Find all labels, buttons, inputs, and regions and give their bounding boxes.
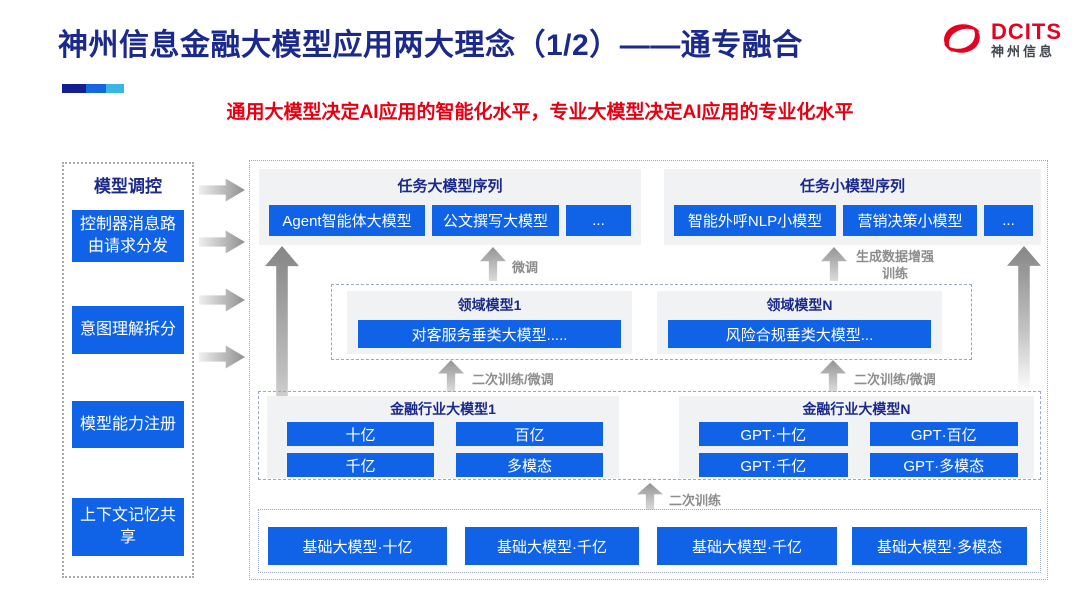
- dcits-swirl-icon: [943, 24, 980, 54]
- retrain-finetune-label: 二次训练/微调: [854, 372, 936, 387]
- model-architecture-diagram: 任务大模型序列 Agent智能体大模型 公文撰写大模型 ... 任务小模型序列 …: [249, 160, 1048, 580]
- model-node-doc-writing: 公文撰写大模型: [432, 205, 559, 236]
- accent-bar-navy: [62, 84, 86, 93]
- model-node-base-1b: 基础大模型·十亿: [268, 527, 447, 565]
- model-node-1b: 十亿: [287, 422, 434, 446]
- model-node-customer-service: 对客服务垂类大模型.....: [358, 320, 621, 348]
- task-small-model-group: 任务小模型序列 智能外呼NLP小模型 营销决策小模型 ...: [664, 169, 1041, 245]
- right-arrow-icon: [199, 288, 245, 312]
- up-arrow-icon: [820, 360, 846, 392]
- up-arrow-icon: [637, 483, 663, 510]
- sidebar-item-context: 上下文记忆共享: [72, 498, 184, 556]
- logo-brand-cn-text: 神州信息: [991, 44, 1056, 60]
- model-node-gpt-1b: GPT·十亿: [699, 422, 848, 446]
- sidebar-item-intent: 意图理解拆分: [72, 306, 184, 354]
- group-title: 金融行业大模型N: [802, 401, 911, 417]
- retrain-label: 二次训练: [669, 493, 722, 508]
- right-arrow-icon: [199, 178, 245, 202]
- sidebar-item-register: 模型能力注册: [72, 401, 184, 448]
- model-node-more: ...: [984, 205, 1033, 236]
- group-title: 领域模型N: [766, 297, 833, 313]
- slide-subtitle: 通用大模型决定AI应用的智能化水平，专业大模型决定AI应用的专业化水平: [226, 102, 854, 123]
- group-title: 任务大模型序列: [397, 178, 503, 195]
- model-node-gpt-100b: GPT·千亿: [699, 453, 848, 477]
- right-arrow-icon: [199, 230, 245, 254]
- model-node-100b: 千亿: [287, 453, 434, 477]
- model-node-base-100b-2: 基础大模型·千亿: [657, 527, 837, 565]
- right-arrow-icon: [199, 345, 245, 369]
- task-large-model-group: 任务大模型序列 Agent智能体大模型 公文撰写大模型 ...: [259, 169, 641, 245]
- fine-tune-label: 微调: [512, 260, 539, 275]
- accent-bar: [62, 84, 124, 93]
- sidebar-item-router: 控制器消息路由请求分发: [72, 210, 184, 262]
- dcits-logo: DCITS 神州信息: [938, 20, 1062, 59]
- industry-model-n-panel: 金融行业大模型N GPT·十亿 GPT·百亿 GPT·千亿 GPT·多模态: [679, 396, 1034, 478]
- model-node-outbound-nlp: 智能外呼NLP小模型: [674, 205, 836, 236]
- base-model-container: 基础大模型·十亿 基础大模型·千亿 基础大模型·千亿 基础大模型·多模态: [258, 509, 1041, 573]
- model-control-sidebar: 模型调控 控制器消息路由请求分发 意图理解拆分 模型能力注册 上下文记忆共享: [62, 162, 194, 578]
- model-node-base-100b: 基础大模型·千亿: [465, 527, 639, 565]
- accent-bar-cyan: [106, 84, 124, 93]
- accent-bar-blue: [86, 84, 106, 93]
- up-arrow-icon: [438, 360, 464, 392]
- model-node-multimodal: 多模态: [456, 453, 603, 477]
- group-title: 领域模型1: [457, 297, 522, 313]
- model-node-base-multimodal: 基础大模型·多模态: [852, 527, 1027, 565]
- retrain-finetune-label: 二次训练/微调: [472, 372, 554, 387]
- model-node-more: ...: [566, 205, 631, 236]
- up-arrow-icon: [821, 247, 847, 281]
- page-title: 神州信息金融大模型应用两大理念（1/2）——通专融合: [58, 29, 803, 62]
- domain-model-n-panel: 领域模型N 风险合规垂类大模型...: [657, 291, 942, 354]
- sidebar-title: 模型调控: [94, 177, 162, 196]
- model-node-gpt-multimodal: GPT·多模态: [869, 453, 1018, 477]
- model-node-gpt-10b: GPT·百亿: [869, 422, 1018, 446]
- up-arrow-icon: [1007, 246, 1041, 388]
- group-title: 金融行业大模型1: [390, 401, 496, 417]
- group-title: 任务小模型序列: [799, 178, 905, 195]
- model-node-10b: 百亿: [456, 422, 603, 446]
- model-node-agent: Agent智能体大模型: [269, 205, 425, 236]
- model-node-marketing: 营销决策小模型: [843, 205, 977, 236]
- domain-model-1-panel: 领域模型1 对客服务垂类大模型.....: [347, 291, 632, 354]
- logo-brand-text: DCITS: [991, 19, 1062, 44]
- industry-model-container: 金融行业大模型1 十亿 百亿 千亿 多模态 金融行业大模型N GPT·十亿 GP…: [258, 391, 1041, 480]
- model-node-risk-compliance: 风险合规垂类大模型...: [668, 320, 931, 348]
- up-arrow-icon: [480, 247, 506, 281]
- industry-model-1-panel: 金融行业大模型1 十亿 百亿 千亿 多模态: [267, 396, 619, 478]
- domain-model-container: 领域模型1 对客服务垂类大模型..... 领域模型N 风险合规垂类大模型...: [331, 284, 972, 360]
- gen-data-train-label: 生成数据增强训练: [855, 249, 934, 281]
